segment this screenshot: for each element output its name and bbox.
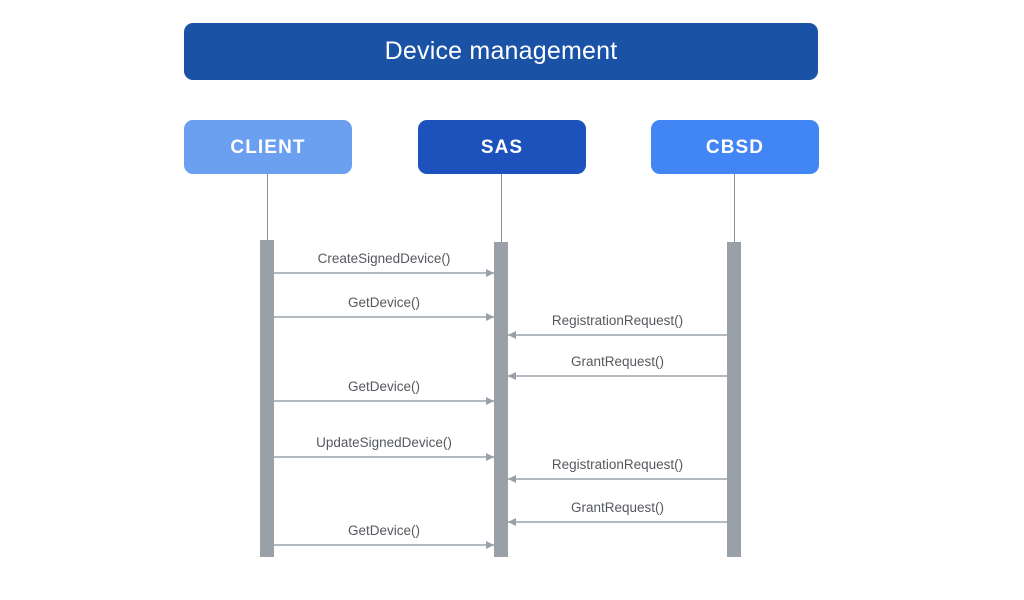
activation-bar-client — [260, 240, 274, 557]
lifeline-cbsd — [734, 174, 735, 242]
lifeline-sas — [501, 174, 502, 242]
message-line — [508, 521, 727, 523]
message-line — [508, 334, 727, 336]
actor-box-client[interactable]: CLIENT — [184, 120, 352, 174]
arrow-head-right-icon — [486, 397, 494, 405]
diagram-title-banner: Device management — [184, 23, 818, 80]
actor-label-cbsd: CBSD — [705, 136, 765, 158]
message-label: GetDevice() — [347, 294, 420, 310]
actor-label-sas: SAS — [480, 136, 524, 158]
actor-box-cbsd[interactable]: CBSD — [651, 120, 819, 174]
arrow-head-left-icon — [508, 372, 516, 380]
message-label: RegistrationRequest() — [551, 312, 684, 328]
arrow-head-right-icon — [486, 313, 494, 321]
arrow-head-right-icon — [486, 541, 494, 549]
message-line — [508, 375, 727, 377]
actor-box-sas[interactable]: SAS — [418, 120, 586, 174]
activation-bar-cbsd — [727, 242, 741, 557]
message-line — [274, 400, 494, 402]
message-line — [274, 272, 494, 274]
message-label: GetDevice() — [347, 378, 420, 394]
diagram-title-text: Device management — [384, 37, 618, 65]
message-line — [508, 478, 727, 480]
arrow-head-left-icon — [508, 475, 516, 483]
message-label: UpdateSignedDevice() — [316, 434, 452, 450]
message-label: GrantRequest() — [570, 353, 665, 369]
arrow-head-right-icon — [486, 269, 494, 277]
message-line — [274, 456, 494, 458]
message-label: CreateSignedDevice() — [317, 250, 451, 266]
actor-label-client: CLIENT — [230, 136, 306, 158]
lifeline-client — [267, 174, 268, 240]
arrow-head-left-icon — [508, 331, 516, 339]
message-label: RegistrationRequest() — [551, 456, 684, 472]
activation-bar-sas — [494, 242, 508, 557]
message-line — [274, 316, 494, 318]
arrow-head-right-icon — [486, 453, 494, 461]
arrow-head-left-icon — [508, 518, 516, 526]
message-line — [274, 544, 494, 546]
message-label: GrantRequest() — [570, 499, 665, 515]
message-label: GetDevice() — [347, 522, 420, 538]
